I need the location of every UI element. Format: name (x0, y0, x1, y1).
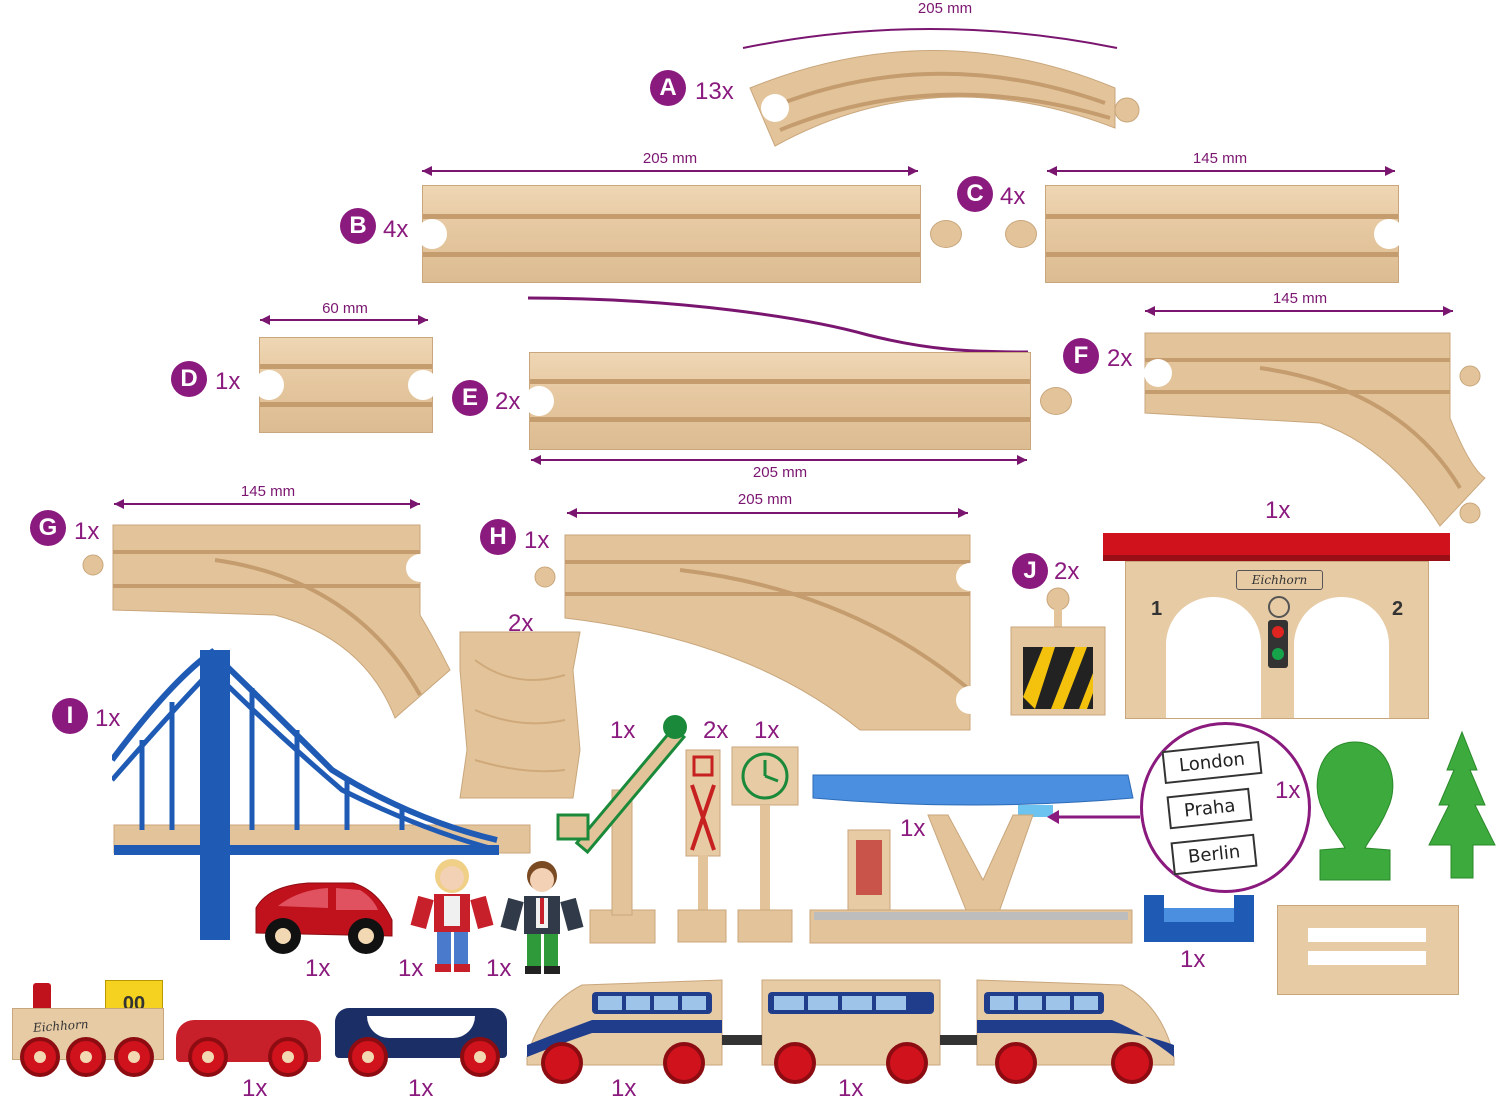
loco-chimney (33, 983, 51, 1011)
loco-qty: 1x (242, 1075, 268, 1102)
wagon-qty: 1x (408, 1075, 434, 1102)
dimension-arrow-d (260, 315, 428, 325)
piece-h-dimension: 205 mm (737, 491, 793, 508)
station-qty: 1x (1265, 497, 1291, 524)
switch-track-h (534, 534, 975, 731)
train-front-qty: 1x (611, 1075, 637, 1102)
loco-brand: Eichhorn (32, 1017, 89, 1035)
qty-e: 2x (495, 388, 521, 415)
dimension-arrow-e (531, 455, 1027, 465)
letter-badge-c: C (957, 176, 993, 212)
traffic-light-icon (1268, 620, 1288, 668)
car-qty: 1x (305, 955, 331, 982)
qty-f: 2x (1107, 345, 1133, 372)
letter-badge-e: E (452, 380, 488, 416)
letter-badge-a: A (650, 70, 686, 106)
cross-sign (677, 749, 727, 943)
signs-qty: 1x (1275, 777, 1301, 804)
qty-i: 1x (95, 705, 121, 732)
dimension-arrow-b (422, 166, 918, 176)
piece-d-dimension: 60 mm (322, 300, 368, 317)
clock-icon (1268, 596, 1290, 618)
track-number-1: 1 (1151, 598, 1163, 620)
round-tree (1316, 741, 1394, 881)
peg-b (930, 220, 962, 248)
bench-qty: 1x (1180, 946, 1206, 973)
piece-b-dimension: 205 mm (642, 150, 698, 167)
train-mid-qty: 1x (838, 1075, 864, 1102)
piece-c-dimension: 145 mm (1192, 150, 1248, 167)
letter-badge-g: G (30, 510, 66, 546)
station-building: Eichhorn 1 2 (1125, 561, 1429, 719)
piece-e-dimension: 205 mm (752, 464, 808, 481)
letter-badge-j: J (1012, 553, 1048, 589)
peg-e (1040, 387, 1072, 415)
station-platform (809, 774, 1134, 944)
figure2-qty: 1x (486, 955, 512, 982)
letter-badge-b: B (340, 208, 376, 244)
letter-badge-d: D (171, 361, 207, 397)
qty-g: 1x (74, 518, 100, 545)
qty-c: 4x (1000, 183, 1026, 210)
station-arch-right (1294, 597, 1389, 718)
straight-track-c (1045, 185, 1404, 283)
clock-sign (731, 746, 799, 943)
piece-f-dimension: 145 mm (1272, 290, 1328, 307)
woman-figure (410, 859, 494, 972)
level-crossing-gate (556, 715, 687, 944)
crossing-qty: 1x (610, 717, 636, 744)
station-arch-left (1166, 597, 1261, 718)
short-track-d (254, 337, 438, 433)
letter-badge-i: I (52, 698, 88, 734)
road-plate (1277, 905, 1459, 995)
track-number-2: 2 (1392, 598, 1404, 620)
letter-badge-f: F (1063, 338, 1099, 374)
clock-qty: 1x (754, 717, 780, 744)
qty-b: 4x (383, 216, 409, 243)
suspension-bridge-i (112, 648, 531, 940)
qty-j: 2x (1054, 558, 1080, 585)
qty-d: 1x (215, 368, 241, 395)
dimension-arrow-h (567, 508, 968, 518)
callout-arrow (1047, 810, 1140, 824)
letter-badge-h: H (480, 519, 516, 555)
ramp-support-block (459, 631, 581, 799)
blue-bench (1144, 895, 1254, 942)
dimension-arrow-f (1145, 306, 1453, 316)
ramp-track-e (524, 352, 1031, 450)
piece-a-dimension: 205 mm (917, 0, 973, 17)
station-sign: Eichhorn (1236, 570, 1323, 590)
dimension-arrow-g (114, 499, 420, 509)
peg-c (1005, 220, 1037, 248)
pine-tree (1428, 730, 1496, 879)
switch-track-g (82, 524, 451, 719)
station-roof (1103, 533, 1450, 561)
qty-h: 1x (524, 527, 550, 554)
platform-qty: 1x (900, 815, 926, 842)
ramp-profile-e (528, 296, 1029, 354)
dimension-arrow-c (1047, 166, 1395, 176)
switch-track-f (1144, 332, 1486, 527)
sign-qty: 2x (703, 717, 729, 744)
buffer-stop-j (1010, 587, 1106, 716)
figure1-qty: 1x (398, 955, 424, 982)
curved-track-a (742, 28, 1140, 147)
straight-track-b (417, 185, 921, 283)
qty-a: 13x (695, 78, 734, 105)
piece-g-dimension: 145 mm (240, 483, 296, 500)
passenger-train (526, 979, 1175, 1084)
man-figure (500, 861, 584, 974)
red-car (255, 882, 393, 954)
